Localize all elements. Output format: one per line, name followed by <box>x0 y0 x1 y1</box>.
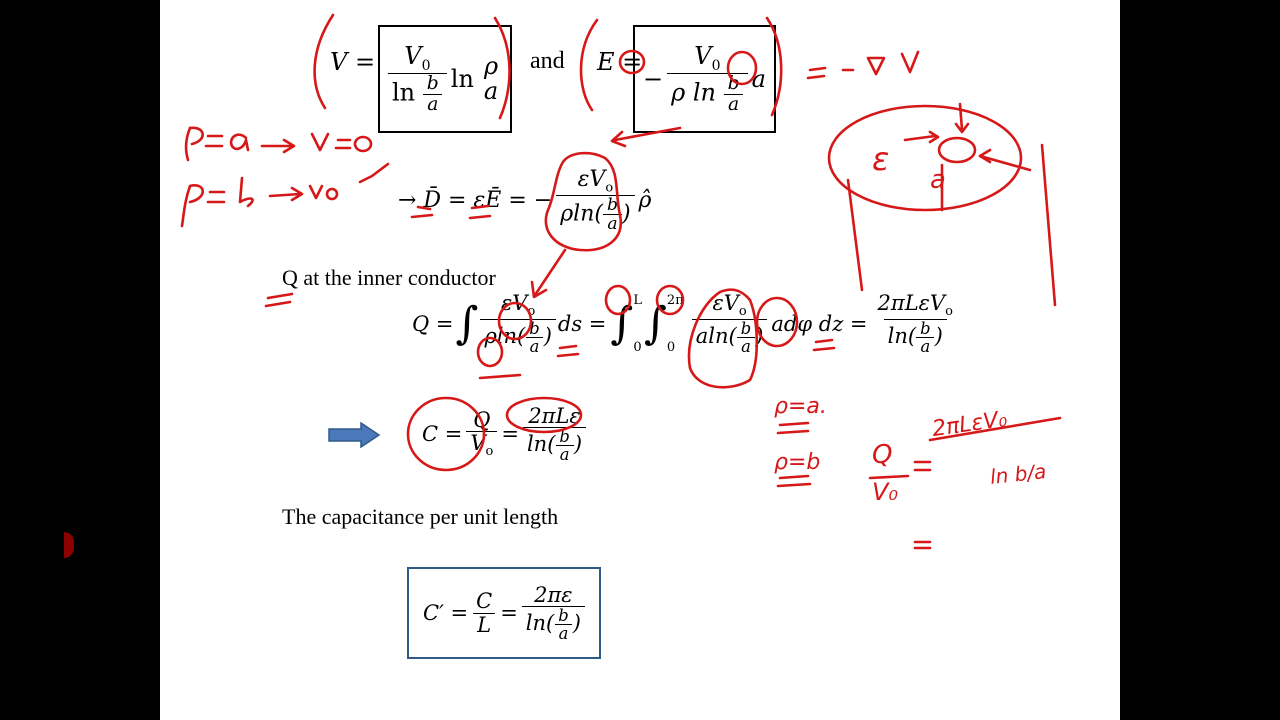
ink-circle-adphi <box>755 296 799 348</box>
ink-v0-label: V₀ <box>872 478 899 506</box>
ink-circle-2pile <box>505 396 583 434</box>
ink-arrow-e <box>613 126 682 142</box>
ink-rho-eq-a: ρ=a. <box>774 394 827 419</box>
ink-circle-a <box>726 50 758 86</box>
inner-conductor-heading: Q at the inner conductor <box>282 265 496 290</box>
ink-circle-c <box>406 396 486 472</box>
ink-epsilon-label: ε <box>872 140 890 178</box>
ink-paren-left-e <box>579 18 599 112</box>
ink-circle-minus <box>618 49 646 75</box>
ink-circle-ds <box>497 301 533 341</box>
ink-inner-conductor <box>937 136 977 164</box>
ink-link-d-to-q <box>533 248 567 297</box>
ink-rho-eq-b: ρ=b <box>774 450 821 475</box>
ink-circle-limit-l <box>604 284 632 316</box>
voltage-lhs: V = <box>330 48 376 76</box>
ink-cylinder-top <box>827 104 1023 212</box>
ink-q-label: Q <box>872 440 893 470</box>
ink-a-label: a <box>930 165 946 195</box>
ink-paren-right-v <box>493 16 511 120</box>
handwritten-annotations <box>180 13 1062 550</box>
ink-cylinder-right-edge <box>1040 143 1057 307</box>
and-text: and <box>530 48 565 74</box>
ink-paren-left-v <box>313 13 335 110</box>
ink-cylinder-left-edge <box>846 178 864 292</box>
ink-paren-right-e <box>765 16 783 117</box>
capacitance-heading: The capacitance per unit length <box>282 504 559 529</box>
implies-arrow-icon <box>328 422 381 448</box>
ink-circle-second-fraction <box>687 288 759 389</box>
ink-circle-limit-2pi <box>655 284 685 316</box>
ink-circle-d-fraction <box>544 151 623 252</box>
slide-edge-marker <box>64 532 74 558</box>
ink-circle-rho <box>476 336 504 368</box>
